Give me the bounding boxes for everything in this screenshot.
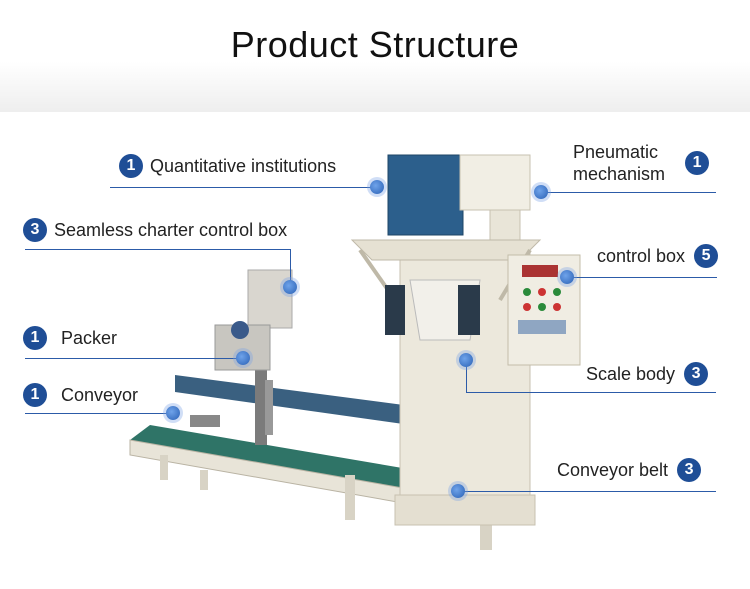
leader-control-box (567, 277, 717, 278)
label-text: Quantitative institutions (150, 156, 337, 176)
number-badge: 1 (23, 383, 47, 407)
label-control-box: control box 5 (597, 244, 719, 268)
number-badge: 1 (23, 326, 47, 350)
control-nameplate (518, 320, 566, 334)
header-band (0, 0, 750, 112)
callout-dot-packer (236, 351, 250, 365)
label-text: control box (597, 246, 686, 266)
conveyor-leg (200, 470, 208, 490)
leader-scale-body-vertical (466, 360, 467, 392)
control-button (553, 303, 561, 311)
page-title: Product Structure (230, 24, 520, 65)
label-conveyor: 1 Conveyor (23, 383, 138, 407)
leader-pneumatic (541, 192, 716, 193)
number-badge: 3 (23, 218, 47, 242)
clamp-arm (385, 285, 405, 335)
weighing-hopper (387, 154, 464, 236)
conveyor-motor (190, 415, 220, 427)
leader-conveyor-belt (458, 491, 716, 492)
label-text-line1: Pneumatic (573, 142, 659, 162)
number-badge: 3 (677, 458, 702, 482)
conveyor-leg (345, 475, 355, 520)
clamp-arm (458, 285, 480, 335)
label-text: Packer (61, 328, 118, 348)
control-button (553, 288, 561, 296)
callout-dot-scale-body (459, 353, 473, 367)
label-text: Scale body (586, 364, 676, 384)
label-text: Conveyor belt (557, 460, 669, 480)
leader-seamless (25, 249, 290, 250)
number-badge: 1 (119, 154, 143, 178)
control-button (538, 303, 546, 311)
leader-conveyor (25, 413, 173, 414)
label-text: Conveyor (61, 385, 139, 405)
label-packer: 1 Packer (23, 326, 117, 350)
label-text: Seamless charter control box (54, 220, 288, 240)
pneumatic-cylinder (489, 209, 521, 241)
sewing-motor (231, 321, 249, 339)
control-button (538, 288, 546, 296)
number-badge: 3 (684, 362, 709, 386)
leader-quantitative (110, 187, 377, 188)
packer-control-box (247, 269, 293, 329)
label-seamless-charter-control-box: 3 Seamless charter control box (23, 218, 287, 242)
leader-packer (25, 358, 243, 359)
label-scale-body: Scale body 3 (586, 362, 709, 386)
label-pneumatic-mechanism: Pneumatic mechanism 1 (573, 141, 710, 185)
packer-stand (265, 380, 273, 435)
label-text-line2: mechanism (573, 164, 666, 184)
callout-dot-control-box (560, 270, 574, 284)
callout-dot-seamless (283, 280, 297, 294)
label-quantitative-institutions: 1 Quantitative institutions (119, 154, 336, 178)
leader-scale-body (466, 392, 716, 393)
callout-dot-pneumatic (534, 185, 548, 199)
label-conveyor-belt: Conveyor belt 3 (557, 458, 702, 482)
number-badge: 5 (694, 244, 719, 268)
column-base (394, 494, 536, 526)
leader-seamless-vertical (290, 249, 291, 287)
number-badge: 1 (685, 151, 710, 175)
callout-dot-conveyor-belt (451, 484, 465, 498)
control-display (522, 265, 558, 277)
control-button (523, 288, 531, 296)
callout-dot-conveyor (166, 406, 180, 420)
conveyor-leg (160, 455, 168, 480)
control-button (523, 303, 531, 311)
callout-dot-quantitative (370, 180, 384, 194)
pneumatic-housing (459, 154, 531, 211)
